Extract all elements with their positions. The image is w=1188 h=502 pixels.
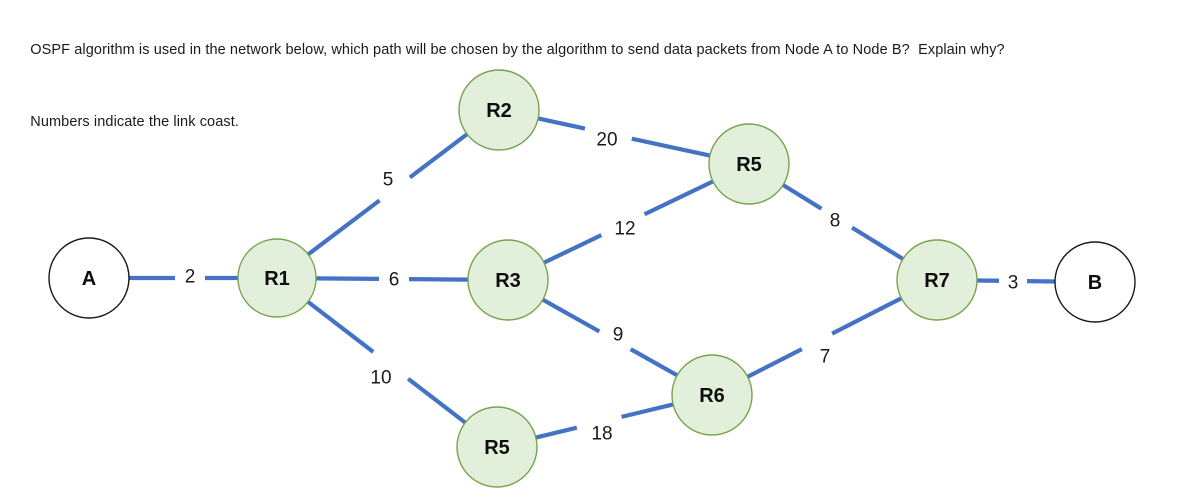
edge-r6-r7: [746, 347, 803, 379]
node-r2: R2: [458, 69, 540, 151]
edge-cost-a-r1: 2: [185, 267, 196, 288]
edge-cost-r3-r5t: 12: [614, 219, 635, 240]
edge-cost-r1-r5b: 10: [370, 368, 391, 389]
node-label-a: A: [82, 268, 96, 290]
node-circle-r5t: [708, 123, 790, 205]
node-label-r1: R1: [264, 268, 290, 290]
node-circle-r2: [458, 69, 540, 151]
edge-cost-r1-r3: 6: [389, 270, 400, 291]
node-r1: R1: [237, 238, 317, 318]
node-circle-r7: [896, 239, 978, 321]
edge-r2-r5t-b: [631, 136, 711, 158]
edge-r5b-r6: [535, 425, 578, 440]
node-label-r6: R6: [699, 385, 725, 407]
node-circle-r1: [237, 238, 317, 318]
question-line-2: Numbers indicate the link coast.: [30, 114, 239, 130]
edge-cost-r1-r2: 5: [383, 170, 394, 191]
edge-cost-r6-r7: 7: [820, 347, 831, 368]
edge-r1-r5b: [306, 300, 375, 354]
node-circle-b: [1054, 241, 1136, 323]
node-r3: R3: [467, 239, 549, 321]
node-label-r2: R2: [486, 100, 512, 122]
node-r6: R6: [671, 354, 753, 436]
node-circle-r3: [467, 239, 549, 321]
node-label-r5t: R5: [736, 154, 762, 176]
node-label-r5b: R5: [484, 437, 510, 459]
edge-cost-r3-r6: 9: [613, 325, 624, 346]
edge-cost-r7-b: 3: [1008, 273, 1019, 294]
edge-r1-r2-b: [408, 132, 469, 180]
node-b: B: [1054, 241, 1136, 323]
edge-r3-r5t: [543, 233, 603, 265]
node-r5b: R5: [456, 406, 538, 488]
edge-r3-r6: [541, 297, 601, 334]
node-r7: R7: [896, 239, 978, 321]
question-line-1: OSPF algorithm is used in the network be…: [30, 42, 1005, 58]
edges-group: [129, 116, 1056, 440]
node-circle-r6: [671, 354, 753, 436]
node-circle-r5b: [456, 406, 538, 488]
edge-r2-r5t: [537, 116, 586, 131]
edge-r1-r3: [315, 276, 380, 281]
edge-r1-r5b-b: [406, 377, 467, 425]
edge-r3-r5t-b: [643, 179, 714, 217]
node-circle-a: [48, 237, 130, 319]
node-r5t: R5: [708, 123, 790, 205]
edge-cost-r2-r5t: 20: [596, 130, 617, 151]
question-prompt: OSPF algorithm is used in the network be…: [22, 14, 1162, 134]
node-label-b: B: [1088, 272, 1102, 294]
node-a: A: [48, 237, 130, 319]
edge-r5t-r7: [781, 183, 823, 211]
edge-labels-group: 2 5 6 10 20 12 9 18 8 7 3: [185, 130, 1019, 445]
edge-cost-r5b-r6: 18: [591, 424, 612, 445]
edge-r1-r3-b: [408, 277, 469, 282]
edge-r5t-r7-b: [850, 225, 905, 261]
edge-r1-r2: [306, 198, 381, 257]
edge-r6-r7-b: [831, 296, 903, 336]
node-label-r7: R7: [924, 270, 950, 292]
node-label-r3: R3: [495, 270, 521, 292]
edge-r5b-r6-b: [621, 402, 674, 419]
edge-cost-r5t-r7: 8: [830, 211, 841, 232]
edge-r3-r6-b: [629, 347, 679, 378]
